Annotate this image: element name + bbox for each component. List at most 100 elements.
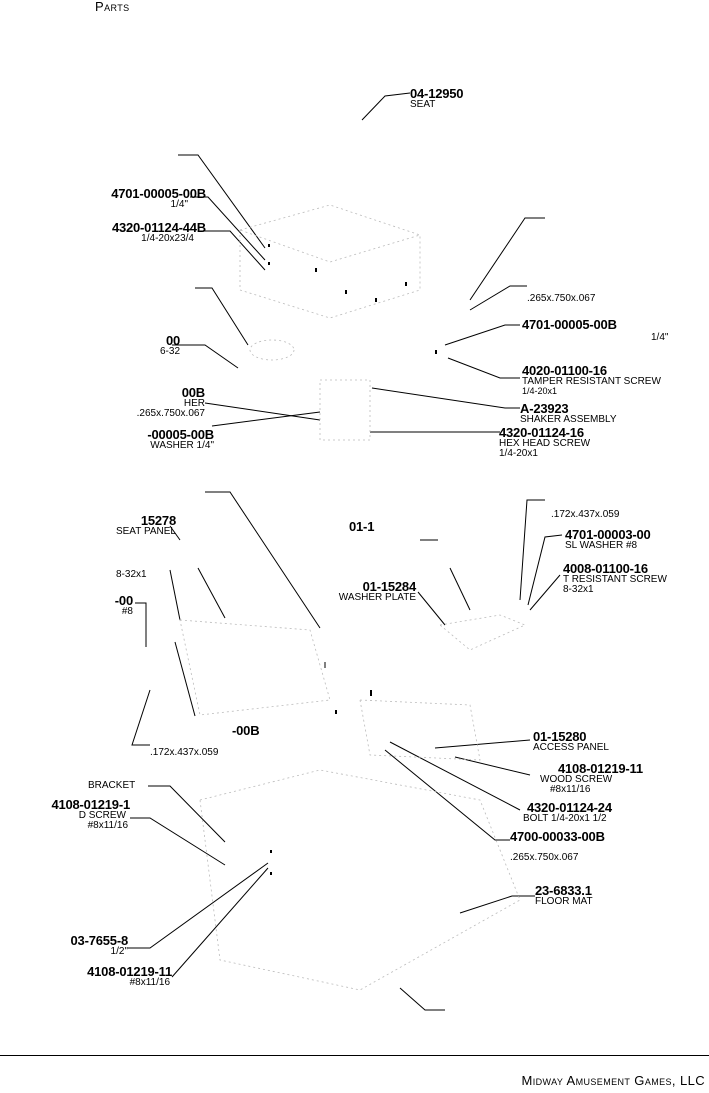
callout-spacer-r: .265x.750x.067: [527, 293, 596, 304]
leader-left-mid: [195, 287, 249, 346]
callout-seat-panel: 15278 SEAT PANEL: [80, 514, 176, 537]
part-size: 1/4-20x1: [499, 448, 538, 459]
leader-wood-b: [171, 867, 269, 978]
part-number: 00: [165, 333, 180, 348]
part-number: 4701-00005-00B: [111, 186, 206, 201]
part-description: .265x.750x.067: [510, 852, 579, 863]
callout-washer-plate: 01-15284 WASHER PLATE: [320, 580, 416, 603]
part-number: 4108-01219-1: [51, 797, 130, 812]
callout-shaker: A-23923 SHAKER ASSEMBLY: [520, 402, 617, 425]
leader-spacer-small: [519, 499, 545, 601]
part-size: .265x.750x.067: [136, 408, 205, 419]
leader-top-right: [469, 217, 545, 301]
part-description: 1/4": [170, 199, 188, 210]
part-description: BOLT 1/4-20x1 1/2: [523, 813, 607, 824]
screw-mark: [270, 872, 272, 875]
callout-sl-washer: 4701-00003-00 SL WASHER #8: [565, 528, 651, 551]
seat-outline: [238, 204, 422, 263]
leader-bolt-b: [389, 741, 521, 811]
part-description: D SCREW: [78, 810, 126, 821]
part-description: SEAT PANEL: [115, 526, 176, 537]
part-description: TAMPER RESISTANT SCREW: [522, 376, 661, 387]
callout-partial-00: 00 6-32: [150, 334, 180, 357]
part-number: A-23923: [520, 401, 569, 416]
part-description: 6-32: [159, 346, 180, 357]
part-number: 04-12950: [410, 86, 464, 101]
leader-partial-00: [172, 344, 239, 369]
leader-tamper: [447, 357, 520, 379]
screw-mark: [270, 850, 272, 853]
screw-mark: [268, 262, 270, 265]
callout-bolt-b: 4320-01124-24 BOLT 1/4-20x1 1/2: [523, 801, 612, 824]
callout-partial-00b2: -00B: [232, 723, 260, 738]
callout-washer-c: 4700-00033-00B .265x.750x.067: [510, 830, 605, 863]
part-number: -00005-00B: [147, 427, 214, 442]
shaker-assembly-outline: [319, 379, 371, 441]
screw-mark: [375, 298, 377, 302]
leader-access: [434, 739, 531, 749]
screw-mark: [315, 268, 317, 272]
footer-company: Midway Amusement Games, LLC: [521, 1073, 705, 1088]
shaker-disc-outline: [249, 339, 295, 361]
leader-washer-a: [190, 196, 266, 261]
screw-mark: [370, 690, 372, 696]
part-number: 4320-01124-44B: [111, 220, 206, 235]
callout-wood-screw-l: 4108-01219-1 D SCREW #8x11/16: [22, 798, 130, 831]
callout-washer-r: 4701-00005-00B: [522, 318, 617, 331]
part-size: #8x11/16: [87, 820, 128, 831]
leader-sl-washer: [527, 534, 563, 606]
leader-wood-l: [130, 817, 226, 866]
callout-floor-mat: 23-6833.1 FLOOR MAT: [535, 884, 593, 907]
part-number: 4020-01100-16: [522, 363, 607, 378]
callout-832: 8-32x1: [116, 569, 147, 580]
leader-right-mid: [449, 567, 471, 611]
part-size: #8x11/16: [550, 784, 591, 795]
part-description: HER: [183, 398, 205, 409]
leader-shaker: [371, 387, 520, 409]
leader-03: [128, 862, 269, 949]
leader-seat: [361, 92, 411, 121]
part-number: 01-15280: [533, 729, 587, 744]
callout-washer-a: 4701-00005-00B 1/4": [66, 187, 206, 210]
leader-seat-panel: [169, 525, 181, 541]
part-number: 4701-00003-00: [565, 527, 651, 542]
part-number: 15278: [140, 513, 176, 528]
screw-mark: [405, 282, 407, 286]
screw-mark: [435, 350, 437, 354]
part-number: 4701-00005-00B: [522, 317, 617, 332]
callout-washer-b: -00005-00B WASHER 1/4": [110, 428, 214, 451]
leader-wood-r: [454, 756, 531, 776]
callout-partial-00c: -00 #8: [105, 594, 133, 617]
part-number: 4700-00033-00B: [510, 829, 605, 844]
part-number: 4320-01124-16: [499, 425, 584, 440]
leader-832: [169, 569, 181, 621]
seat-base-outline: [239, 230, 421, 319]
part-description: SHAKER ASSEMBLY: [520, 414, 617, 425]
part-number: 01-15284: [362, 579, 417, 594]
access-panel-outline: [359, 699, 481, 761]
callout-washer-r-size: 1/4": [651, 332, 669, 343]
part-description: #8x11/16: [129, 977, 170, 988]
part-description: SL WASHER #8: [565, 540, 638, 551]
callout-tamper-screw: 4020-01100-16 TAMPER RESISTANT SCREW 1/4…: [522, 364, 661, 396]
callout-washer-00b: 00B HER .265x.750x.067: [110, 386, 206, 419]
part-number: 03-7655-8: [70, 933, 129, 948]
leader-washer-00b: [204, 402, 321, 421]
screw-mark: [335, 710, 337, 714]
part-description: HEX HEAD SCREW: [499, 438, 591, 449]
leader-bracket: [148, 785, 226, 843]
callout-bracket: BRACKET: [88, 780, 136, 791]
part-size: 1/4-20x1: [522, 386, 558, 396]
leader-00c: [135, 602, 147, 647]
part-description: WASHER PLATE: [338, 592, 416, 603]
floor-mat-outline: [199, 769, 521, 991]
callout-hex-screw: 4320-01124-16 HEX HEAD SCREW 1/4-20x1: [499, 426, 590, 459]
leader-top-left: [178, 154, 266, 249]
part-description: T RESISTANT SCREW: [563, 574, 667, 585]
callout-partial-00b2-size: .172x.437x.059: [150, 747, 219, 758]
part-number: 4108-01219-11: [87, 964, 172, 979]
leader-center: [205, 491, 321, 629]
part-description: ACCESS PANEL: [533, 742, 609, 753]
leader-00b2: [131, 689, 151, 746]
